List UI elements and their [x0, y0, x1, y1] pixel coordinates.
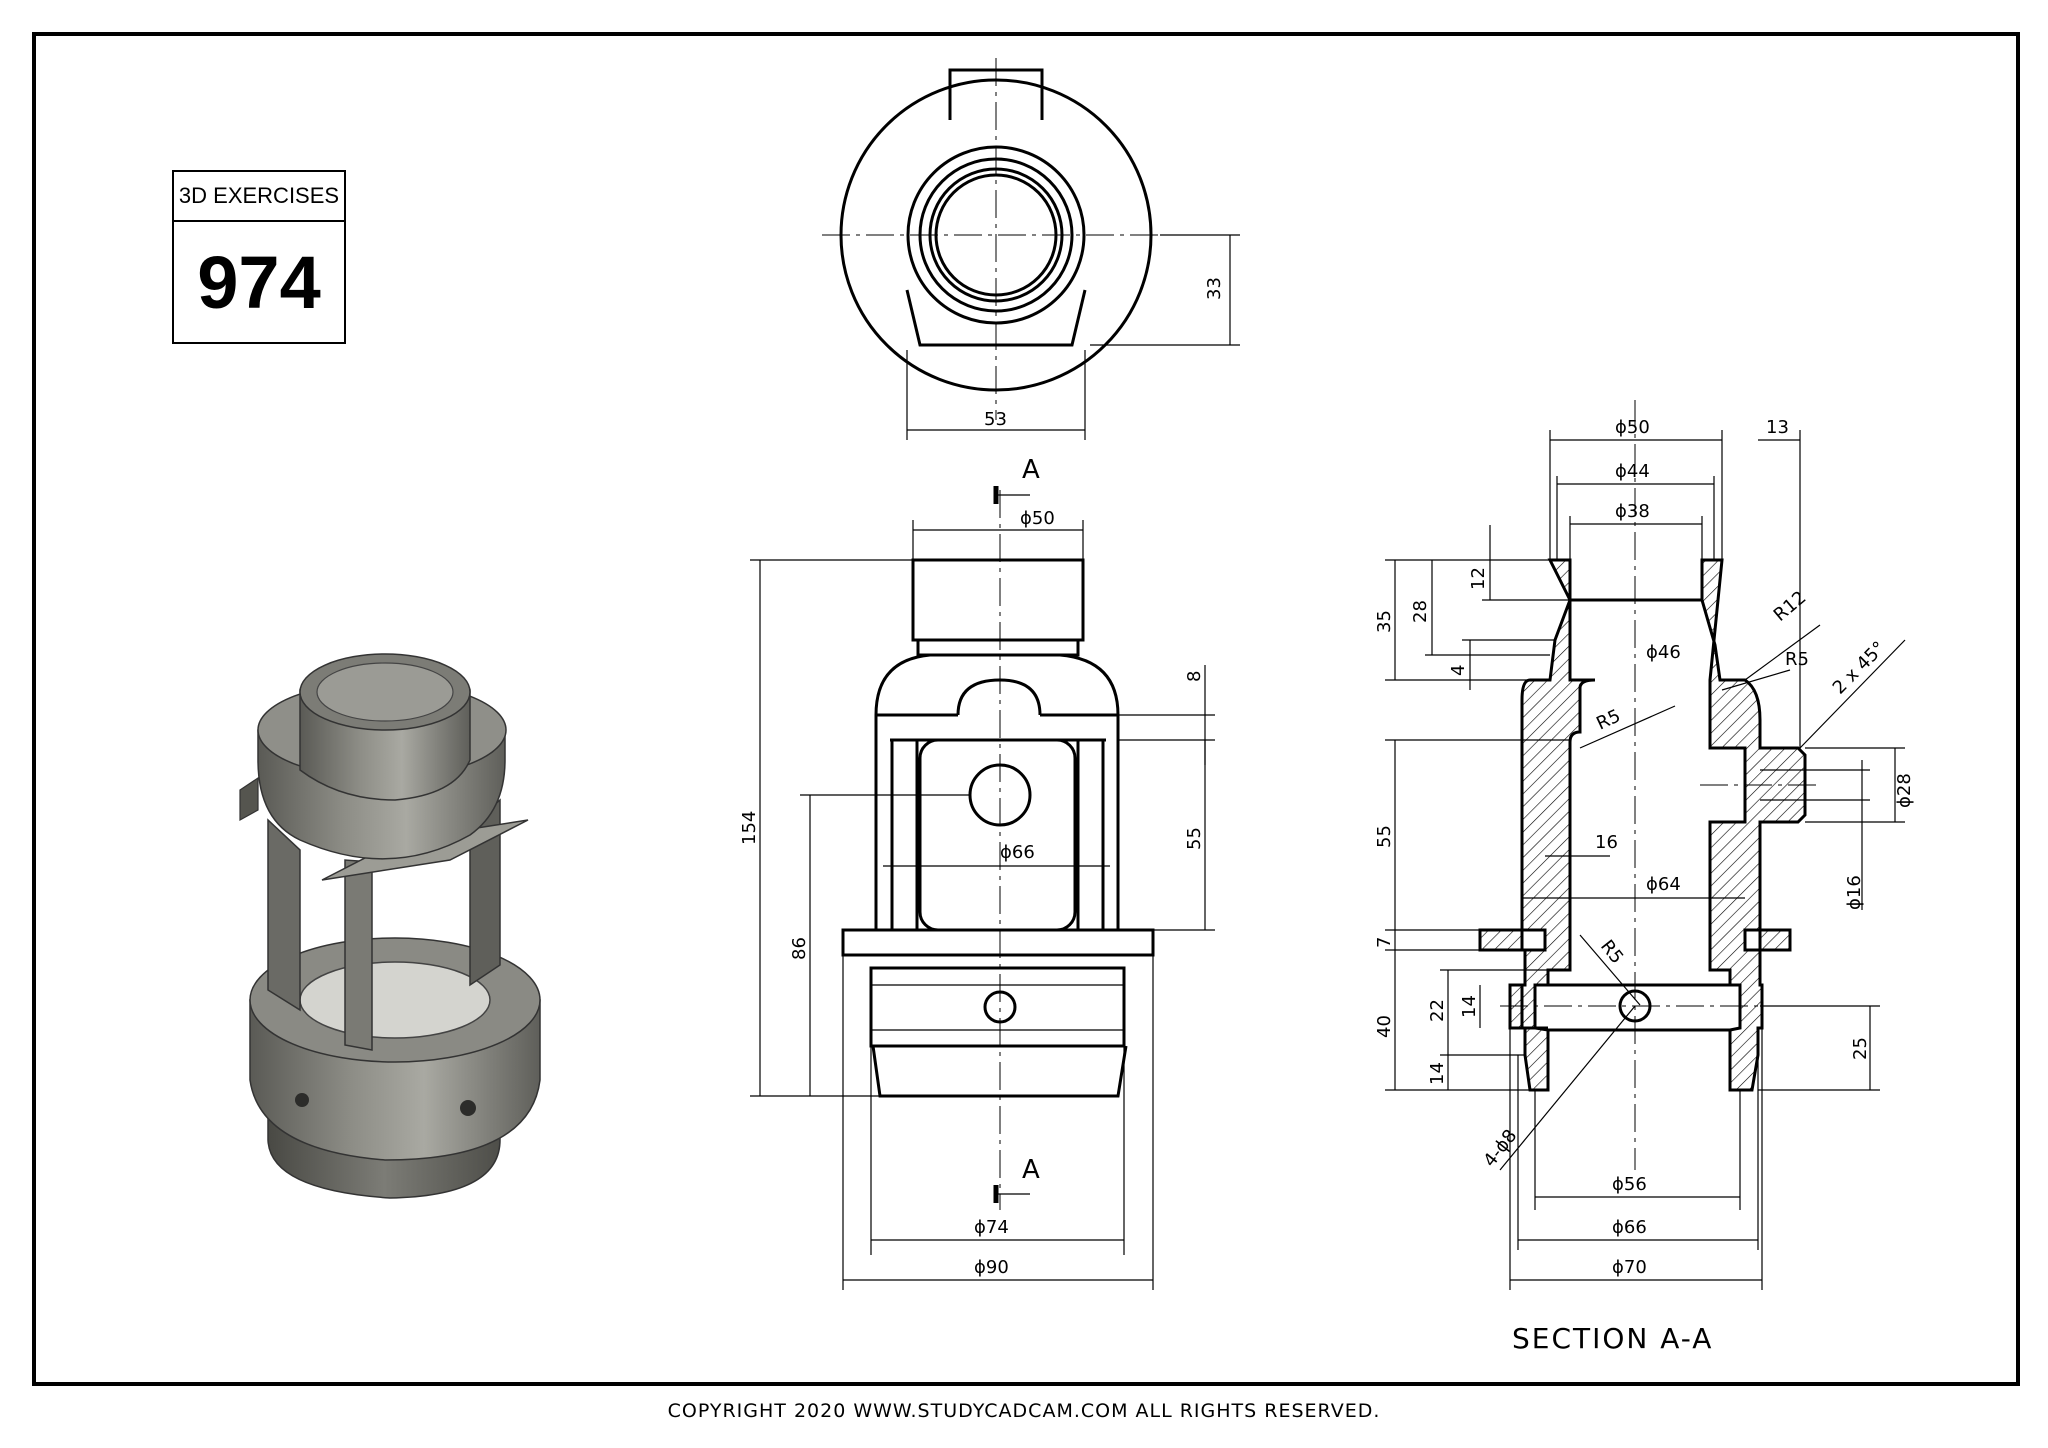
sec-dim-55: 55: [1374, 825, 1395, 848]
sec-dim-d16: ϕ16: [1844, 875, 1865, 910]
sec-dim-d46: ϕ46: [1646, 642, 1681, 663]
sec-dim-4: 4: [1448, 665, 1469, 676]
sec-dim-R5-low: R5: [1596, 936, 1627, 968]
front-dim-d74: ϕ74: [974, 1217, 1009, 1238]
exercise-number: 974: [197, 241, 321, 324]
copyright-notice: COPYRIGHT 2020 WWW.STUDYCADCAM.COM ALL R…: [667, 1400, 1381, 1422]
sec-dim-14a: 14: [1459, 995, 1480, 1018]
sec-dim-d50: ϕ50: [1615, 417, 1650, 438]
sec-dim-22: 22: [1427, 999, 1448, 1022]
front-dim-d50: ϕ50: [1020, 508, 1055, 529]
front-dim-d90: ϕ90: [974, 1257, 1009, 1278]
sec-dim-d56: ϕ56: [1612, 1174, 1647, 1195]
sec-dim-12: 12: [1468, 567, 1489, 590]
top-dim-53: 53: [984, 409, 1007, 430]
sec-dim-d70: ϕ70: [1612, 1257, 1647, 1278]
sec-dim-d38: ϕ38: [1615, 501, 1650, 522]
isometric-3d-model: [239, 653, 541, 1199]
front-dim-86: 86: [789, 937, 810, 960]
top-view: 53 33: [822, 58, 1240, 440]
top-dim-33: 33: [1204, 277, 1225, 300]
sec-dim-4xd8: 4-ϕ8: [1479, 1126, 1521, 1171]
sec-dim-35: 35: [1374, 610, 1395, 633]
sec-dim-14b: 14: [1427, 1062, 1448, 1085]
sec-dim-d28: ϕ28: [1894, 773, 1915, 808]
sec-dim-d64: ϕ64: [1646, 874, 1681, 895]
front-dim-d66: ϕ66: [1000, 842, 1035, 863]
sec-dim-25: 25: [1850, 1037, 1871, 1060]
sec-dim-13: 13: [1766, 417, 1789, 438]
sec-dim-16: 16: [1595, 832, 1618, 853]
sec-dim-7: 7: [1374, 937, 1395, 948]
section-marker-bottom: A: [1022, 1155, 1040, 1185]
section-view: SECTION A-A ϕ50 ϕ44 ϕ38 13 35 28 12 4 R1…: [1374, 400, 1915, 1355]
sec-dim-chamfer: 2 x 45°: [1829, 637, 1890, 698]
section-marker-top: A: [1022, 455, 1040, 485]
title-block-label: 3D EXERCISES: [174, 172, 344, 222]
front-dim-8: 8: [1184, 671, 1205, 682]
section-title: SECTION A-A: [1512, 1322, 1713, 1355]
title-block: 3D EXERCISES 974: [172, 170, 346, 344]
sec-dim-28: 28: [1410, 600, 1431, 623]
front-view: A A ϕ50 154: [739, 455, 1215, 1290]
sec-dim-d44: ϕ44: [1615, 461, 1650, 482]
sec-dim-40: 40: [1374, 1015, 1395, 1038]
sec-dim-d66: ϕ66: [1612, 1217, 1647, 1238]
drawing-border: [32, 32, 2020, 1386]
sec-dim-R5-top: R5: [1785, 649, 1809, 670]
front-dim-154: 154: [739, 811, 760, 845]
sec-dim-R12: R12: [1770, 587, 1811, 626]
front-dim-55: 55: [1184, 827, 1205, 850]
